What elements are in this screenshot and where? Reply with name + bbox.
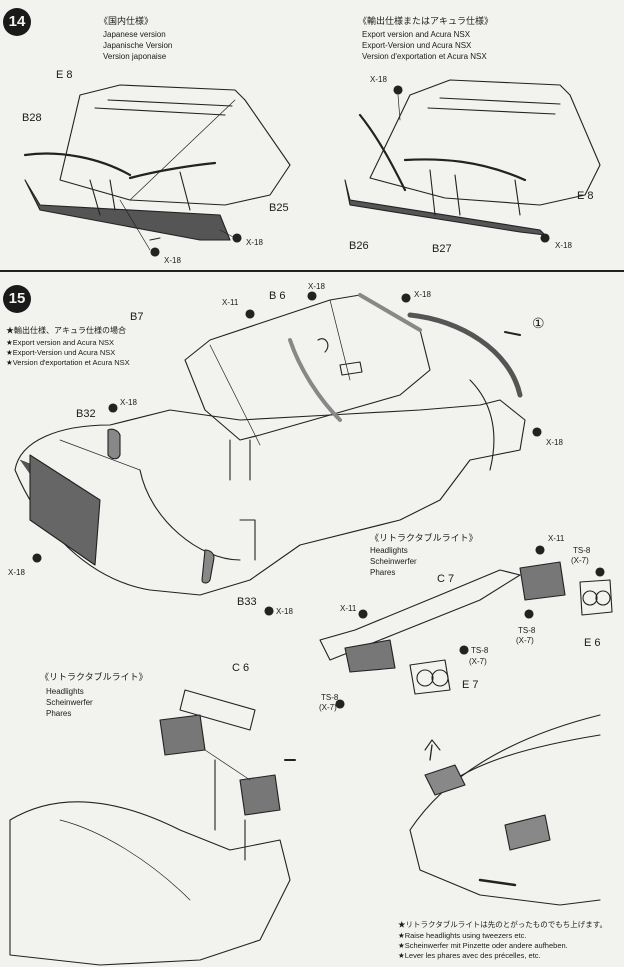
part-label: B27 [432, 243, 452, 255]
part-label: E 7 [462, 679, 479, 691]
part-label: B26 [349, 240, 369, 252]
headlights-left-drawing [9, 689, 296, 966]
raise-note-line-4: ★Lever les phares avec des précelles, et… [398, 951, 541, 960]
step15-note-line-2: ★Export version and Acura NSX [6, 338, 115, 347]
part-label: C 7 [437, 573, 455, 585]
part-label: X-18 [546, 438, 563, 447]
step14-left-drawing [23, 84, 291, 257]
part-label: E 8 [56, 69, 73, 81]
raise-note-line-2: ★Raise headlights using tweezers etc. [398, 931, 527, 940]
headlights-left-line-1: Headlights [46, 687, 84, 696]
part-label: E 6 [584, 637, 601, 649]
step15-car-body-drawing [14, 291, 542, 616]
step14-right-heading: 《輸出仕様またはアキュラ仕様》 [358, 16, 494, 26]
headlights-left-heading: 《リトラクタブルライト》 [40, 672, 148, 682]
part-label: TS-8 [518, 626, 536, 635]
part-label: B25 [269, 202, 289, 214]
part-label: X-18 [120, 398, 137, 407]
part-label: X-18 [308, 282, 325, 291]
headlights-right-heading: 《リトラクタブルライト》 [370, 533, 478, 543]
step-14-badge: 14 [3, 8, 31, 36]
part-label: X-18 [8, 568, 25, 577]
part-label: TS-8 [321, 693, 339, 702]
raise-note-line-1: ★リトラクタブルライトは先のとがったものでもち上げます。 [398, 920, 607, 929]
part-label: B33 [237, 596, 257, 608]
part-label: (X-7) [319, 703, 337, 712]
step14-left-line-1: Japanese version [103, 30, 166, 39]
step14-right-line-3: Version d'exportation et Acura NSX [362, 52, 487, 61]
headlights-right-line-3: Phares [370, 568, 396, 577]
step14-left-line-3: Version japonaise [103, 52, 167, 61]
part-label: (X-7) [516, 636, 534, 645]
step15-note-line-4: ★Version d'exportation et Acura NSX [6, 358, 130, 367]
part-label: B7 [130, 311, 144, 323]
front-view-drawing [409, 714, 601, 906]
part-label: (X-7) [571, 556, 589, 565]
headlights-left-line-3: Phares [46, 709, 72, 718]
part-label: X-11 [340, 604, 357, 613]
step14-right-line-1: Export version and Acura NSX [362, 30, 471, 39]
part-label: X-11 [548, 534, 565, 543]
raise-note-line-3: ★Scheinwerfer mit Pinzette oder andere a… [398, 941, 568, 950]
step14-right-line-2: Export-Version und Acura NSX [362, 41, 472, 50]
headlights-right-line-1: Headlights [370, 546, 408, 555]
part-label: X-18 [276, 607, 293, 616]
step14-left-heading: 《国内仕様》 [99, 16, 154, 26]
part-label: X-18 [246, 238, 263, 247]
part-label: B28 [22, 112, 42, 124]
step14-right-drawing [344, 79, 601, 243]
part-label: X-18 [555, 241, 572, 250]
step-15-badge: 15 [3, 285, 31, 313]
part-label: (X-7) [469, 657, 487, 666]
part-label: X-18 [414, 290, 431, 299]
part-label: B 6 [269, 290, 286, 302]
step14-left-line-2: Japanische Version [103, 41, 173, 50]
part-label: B32 [76, 408, 96, 420]
headlights-left-line-2: Scheinwerfer [46, 698, 93, 707]
part-label: X-11 [222, 298, 239, 307]
part-label: X-18 [370, 75, 387, 84]
step15-note-line-3: ★Export-Version und Acura NSX [6, 348, 116, 357]
part-label: C 6 [232, 662, 250, 674]
part-label: E 8 [577, 190, 594, 202]
section-divider [0, 270, 624, 272]
part-label: X-18 [164, 256, 181, 265]
part-label: TS-8 [573, 546, 591, 555]
part-label: TS-8 [471, 646, 489, 655]
step15-note-line-1: ★輸出仕様、アキュラ仕様の場合 [6, 326, 126, 335]
part-label: ① [532, 315, 545, 331]
headlights-right-drawing [319, 545, 613, 709]
headlights-right-line-2: Scheinwerfer [370, 557, 417, 566]
